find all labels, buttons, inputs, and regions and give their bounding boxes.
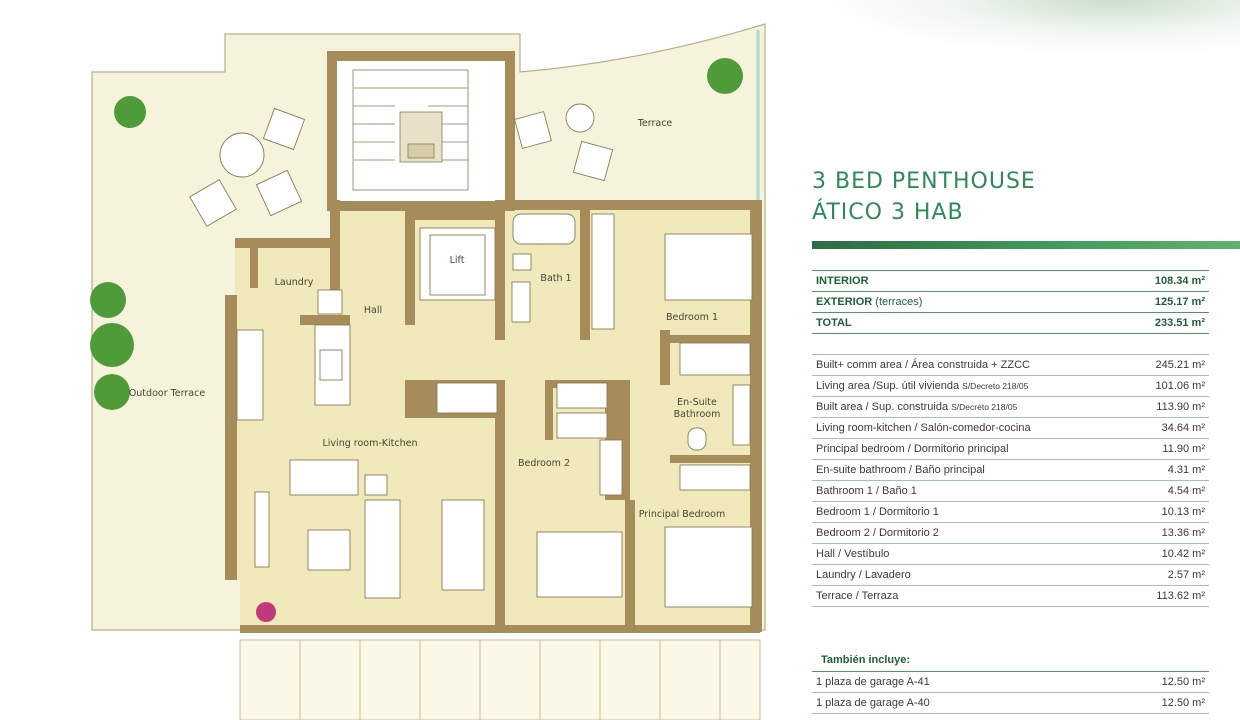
- row-label: Bedroom 1 / Dormitorio 1: [816, 506, 939, 518]
- label-living-kitchen: Living room-Kitchen: [323, 438, 418, 449]
- row-label-cell: Principal bedroom / Dormitorio principal: [812, 438, 1128, 460]
- row-label-cell: Terrace / Terraza: [812, 585, 1128, 607]
- label-outdoor-terrace: Outdoor Terrace: [129, 388, 206, 399]
- furniture: [254, 233, 753, 608]
- label-ensuite-line2: Bathroom: [674, 409, 721, 420]
- area-row: Living room-kitchen / Salón-comedor-coci…: [812, 417, 1209, 439]
- summary-row: INTERIOR 108.34 m²: [812, 270, 1209, 292]
- row-value: 10.13 m²: [1127, 501, 1209, 523]
- row-value: 125.17 m²: [1075, 291, 1209, 313]
- label-laundry: Laundry: [275, 277, 314, 288]
- row-value: 10.42 m²: [1127, 543, 1209, 565]
- row-label: Living room-kitchen / Salón-comedor-coci…: [816, 422, 1031, 434]
- foliage-image: [820, 0, 1240, 55]
- row-label: INTERIOR: [816, 275, 869, 287]
- area-row: Laundry / Lavadero 2.57 m²: [812, 564, 1209, 586]
- row-label-cell: Living room-kitchen / Salón-comedor-coci…: [812, 417, 1128, 439]
- plants: [90, 58, 743, 622]
- row-value: 11.90 m²: [1127, 438, 1209, 460]
- area-row: Built area / Sup. construida S/Decreto 2…: [812, 396, 1209, 418]
- row-label: Principal bedroom / Dormitorio principal: [816, 443, 1009, 455]
- row-value: 113.62 m²: [1127, 585, 1209, 607]
- row-value: 108.34 m²: [1075, 270, 1209, 292]
- pergola: [239, 639, 761, 720]
- row-label: Bedroom 2 / Dormitorio 2: [816, 527, 939, 539]
- row-label-cell: Bedroom 2 / Dormitorio 2: [812, 522, 1128, 544]
- row-label-cell: 1 plaza de garage A-40: [812, 692, 1092, 714]
- row-value: 12.50 m²: [1091, 671, 1209, 693]
- row-label-cell: Living area /Sup. útil vivienda S/Decret…: [812, 375, 1128, 397]
- floor-plan: Terrace Laundry Hall Lift Bath 1 Bedroom…: [90, 23, 766, 720]
- row-label: 1 plaza de garage A-40: [816, 697, 930, 709]
- row-value: 113.90 m²: [1127, 396, 1209, 418]
- area-row: En-suite bathroom / Baño principal 4.31 …: [812, 459, 1209, 481]
- row-value: 34.64 m²: [1127, 417, 1209, 439]
- row-label-cell: EXTERIOR (terraces): [812, 291, 1076, 313]
- label-bath1: Bath 1: [540, 273, 571, 284]
- label-lift: Lift: [450, 255, 465, 266]
- row-label: Terrace / Terraza: [816, 590, 899, 602]
- row-label-cell: Laundry / Lavadero: [812, 564, 1128, 586]
- row-label: Built area / Sup. construida: [816, 401, 949, 413]
- row-note: S/Decreto 218/05: [962, 381, 1029, 391]
- row-label: EXTERIOR: [816, 296, 873, 308]
- includes-row: 1 plaza de garage A-40 12.50 m²: [812, 692, 1209, 714]
- row-value: 12.50 m²: [1091, 692, 1209, 714]
- area-row: Hall / Vestíbulo 10.42 m²: [812, 543, 1209, 565]
- row-label: Living area /Sup. útil vivienda: [816, 380, 960, 392]
- row-label-cell: TOTAL: [812, 312, 1076, 334]
- stairs: [352, 69, 469, 191]
- row-value: 101.06 m²: [1127, 375, 1209, 397]
- row-value: 13.36 m²: [1127, 522, 1209, 544]
- row-note: (terraces): [875, 296, 923, 308]
- area-row: Principal bedroom / Dormitorio principal…: [812, 438, 1209, 460]
- row-label-cell: En-suite bathroom / Baño principal: [812, 459, 1128, 481]
- title-block: 3 BED PENTHOUSE ÁTICO 3 HAB: [812, 166, 1036, 228]
- title-spanish: ÁTICO 3 HAB: [812, 200, 964, 225]
- row-label-cell: Bathroom 1 / Baño 1: [812, 480, 1128, 502]
- row-label: Built+ comm area / Área construida + ZZC…: [816, 359, 1030, 371]
- label-hall: Hall: [364, 305, 382, 316]
- row-label-cell: Hall / Vestíbulo: [812, 543, 1128, 565]
- label-principal-bedroom: Principal Bedroom: [639, 509, 725, 520]
- title-english: 3 BED PENTHOUSE: [812, 169, 1036, 194]
- area-row: Living area /Sup. útil vivienda S/Decret…: [812, 375, 1209, 397]
- row-value: 245.21 m²: [1127, 354, 1209, 376]
- label-terrace: Terrace: [637, 118, 673, 129]
- row-label: Bathroom 1 / Baño 1: [816, 485, 917, 497]
- area-row: Bathroom 1 / Baño 1 4.54 m²: [812, 480, 1209, 502]
- row-label-cell: INTERIOR: [812, 270, 1076, 292]
- row-label-cell: 1 plaza de garage A-41: [812, 671, 1092, 693]
- row-label-cell: Bedroom 1 / Dormitorio 1: [812, 501, 1128, 523]
- row-label-cell: Built area / Sup. construida S/Decreto 2…: [812, 396, 1128, 418]
- label-bedroom2: Bedroom 2: [518, 458, 570, 469]
- label-ensuite-line1: En-Suite: [677, 397, 717, 408]
- area-row: Bedroom 2 / Dormitorio 2 13.36 m²: [812, 522, 1209, 544]
- label-bedroom1: Bedroom 1: [666, 312, 718, 323]
- row-label: Hall / Vestíbulo: [816, 548, 890, 560]
- row-label: Laundry / Lavadero: [816, 569, 911, 581]
- summary-row: EXTERIOR (terraces)125.17 m²: [812, 291, 1209, 313]
- fixtures: [236, 213, 751, 496]
- row-note: S/Decreto 218/05: [951, 402, 1018, 412]
- row-value: 4.54 m²: [1127, 480, 1209, 502]
- areas-table: Built+ comm area / Área construida + ZZC…: [812, 354, 1209, 607]
- outdoor-furniture: [189, 103, 614, 227]
- row-label: TOTAL: [816, 317, 852, 329]
- row-value: 233.51 m²: [1075, 312, 1209, 334]
- area-row: Built+ comm area / Área construida + ZZC…: [812, 354, 1209, 376]
- row-label-cell: Built+ comm area / Área construida + ZZC…: [812, 354, 1128, 376]
- row-label: 1 plaza de garage A-41: [816, 676, 930, 688]
- row-value: 4.31 m²: [1127, 459, 1209, 481]
- row-value: 2.57 m²: [1127, 564, 1209, 586]
- includes-row: 1 plaza de garage A-41 12.50 m²: [812, 671, 1209, 693]
- includes-title: También incluye:: [821, 654, 911, 666]
- row-label: En-suite bathroom / Baño principal: [816, 464, 985, 476]
- title-underline-bar: [812, 241, 1240, 249]
- area-row: Bedroom 1 / Dormitorio 1 10.13 m²: [812, 501, 1209, 523]
- area-row: Terrace / Terraza 113.62 m²: [812, 585, 1209, 607]
- summary-row: TOTAL 233.51 m²: [812, 312, 1209, 334]
